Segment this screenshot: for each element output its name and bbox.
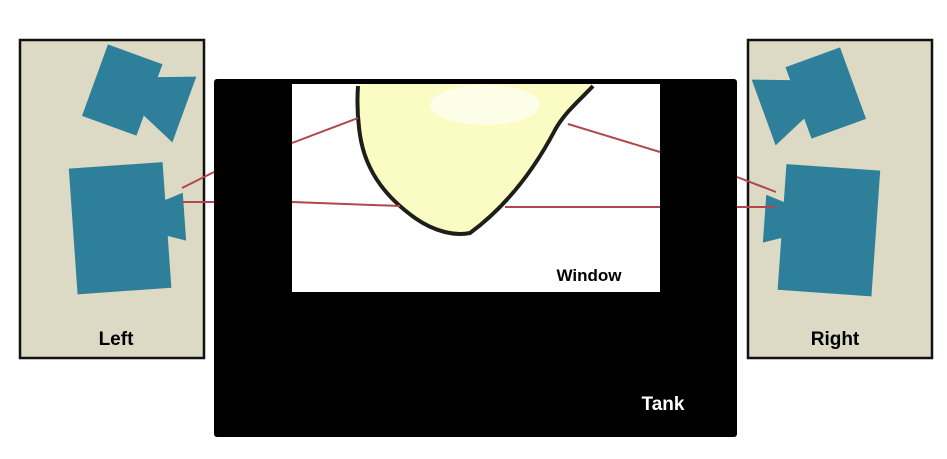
right-top-camera-icon	[751, 47, 867, 146]
droplet-highlight	[430, 85, 540, 125]
left-bottom-camera-icon	[68, 162, 187, 295]
right-camera-panel: Right	[746, 38, 934, 360]
ray-left-lower-inner	[291, 201, 401, 207]
window-label: Window	[557, 266, 623, 285]
left-camera-panel: Left	[18, 38, 206, 360]
left-top-camera-icon	[81, 44, 197, 143]
left-label: Left	[99, 329, 135, 350]
ray-left-upper-outer	[181, 171, 215, 189]
right-rays	[505, 123, 777, 208]
right-label: Right	[811, 329, 860, 350]
droplet-shape	[357, 84, 593, 234]
droplet-outline	[355, 84, 595, 236]
ray-left-upper-inner	[291, 117, 359, 144]
ray-right-upper-outer	[736, 176, 777, 193]
left-rays	[181, 117, 401, 207]
tank-label: Tank	[642, 394, 685, 415]
ray-right-upper-inner	[567, 123, 661, 153]
